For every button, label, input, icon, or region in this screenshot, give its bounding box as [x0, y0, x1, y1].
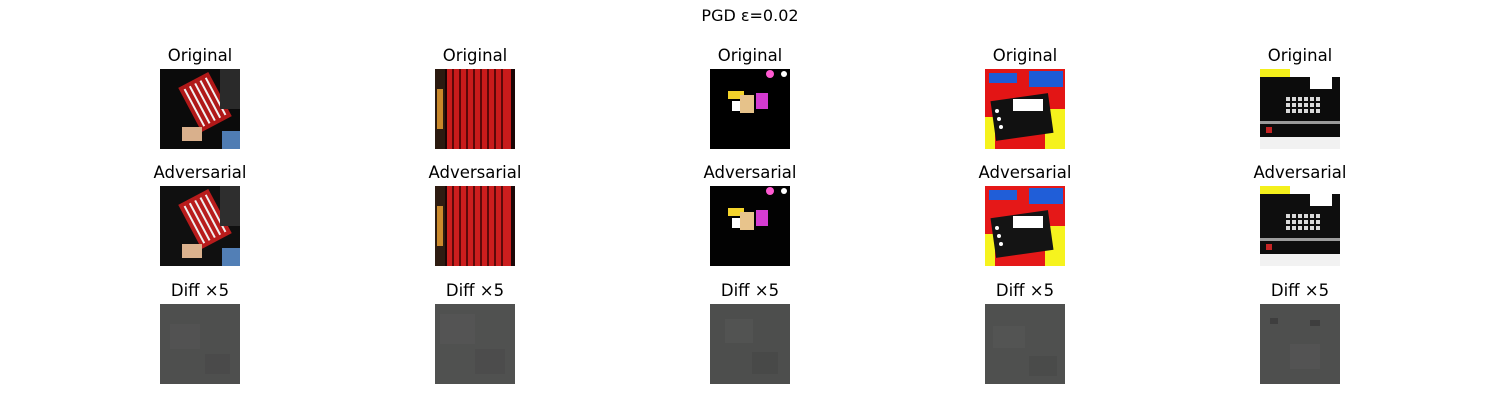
row-title-original: Original — [442, 46, 508, 65]
row-title-original: Original — [717, 46, 783, 65]
row-title-diff: Diff ×5 — [720, 281, 780, 300]
accordion-image — [160, 186, 240, 266]
row-title-adversarial: Adversarial — [1253, 163, 1347, 182]
figure-title: PGD ε=0.02 — [701, 6, 799, 25]
row-title-adversarial: Adversarial — [428, 163, 522, 182]
album-cover-image — [985, 186, 1065, 266]
noise-image — [1260, 304, 1340, 384]
noise-image — [985, 304, 1065, 384]
row-title-adversarial: Adversarial — [978, 163, 1072, 182]
row-title-diff: Diff ×5 — [995, 281, 1055, 300]
row-title-diff: Diff ×5 — [170, 281, 230, 300]
accordion-image — [160, 69, 240, 149]
row-title-original: Original — [167, 46, 233, 65]
row-title-diff: Diff ×5 — [445, 281, 505, 300]
noise-image — [160, 304, 240, 384]
keyboard-image — [1260, 69, 1340, 149]
stage-image — [710, 69, 790, 149]
row-title-original: Original — [992, 46, 1058, 65]
noise-image — [435, 304, 515, 384]
keyboard-image — [1260, 186, 1340, 266]
row-title-original: Original — [1267, 46, 1333, 65]
row-title-diff: Diff ×5 — [1270, 281, 1330, 300]
accordion-image — [435, 69, 515, 149]
stage-image — [710, 186, 790, 266]
noise-image — [710, 304, 790, 384]
row-title-adversarial: Adversarial — [153, 163, 247, 182]
row-title-adversarial: Adversarial — [703, 163, 797, 182]
album-cover-image — [985, 69, 1065, 149]
accordion-image — [435, 186, 515, 266]
